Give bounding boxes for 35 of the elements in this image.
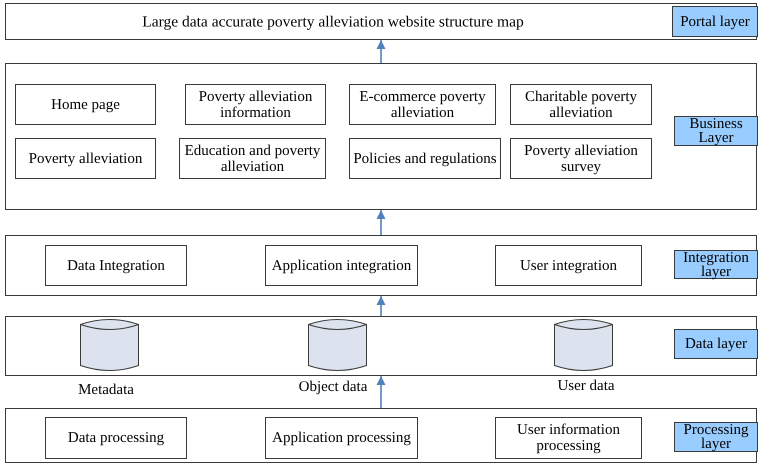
module-box: Data Integration (45, 245, 187, 286)
module-box: Policies and regulations (349, 138, 501, 179)
arrow (376, 296, 386, 316)
module-box: E-commerce poverty alleviation (349, 84, 496, 125)
module-box: Poverty alleviation information (185, 84, 326, 125)
database-cylinder (80, 319, 139, 371)
module-box: User information processing (495, 417, 642, 459)
module-box: Data processing (45, 417, 187, 459)
layer-panel (5, 235, 757, 296)
database-cylinder (308, 319, 367, 371)
database-label: User data (557, 378, 615, 394)
layer-tag: Business Layer (674, 116, 758, 146)
module-box: Application integration (265, 245, 418, 286)
database-label: Metadata (78, 382, 134, 398)
module-box: Education and poverty alleviation (179, 138, 326, 179)
layer-panel (5, 316, 757, 376)
module-box: Charitable poverty alleviation (510, 84, 652, 125)
module-box: Poverty alleviation (15, 138, 156, 179)
layer-tag: Portal layer (672, 6, 758, 37)
layer-tag: Integration layer (674, 250, 758, 279)
title-text: Large data accurate poverty alleviation website structure map (141, 13, 525, 30)
arrow (376, 376, 386, 408)
layer-panel (5, 63, 757, 210)
layer-panel (5, 3, 757, 40)
module-box: User integration (495, 245, 642, 286)
layer-panel (5, 408, 757, 463)
arrow (376, 210, 386, 235)
module-box: Application processing (265, 417, 418, 459)
database-label: Object data (298, 379, 368, 395)
layer-tag: Processing layer (674, 422, 758, 452)
layer-tag: Data layer (674, 329, 758, 359)
module-box: Poverty alleviation survey (510, 138, 652, 179)
database-cylinder (554, 319, 613, 371)
arrow (376, 40, 386, 63)
module-box: Home page (15, 84, 156, 125)
